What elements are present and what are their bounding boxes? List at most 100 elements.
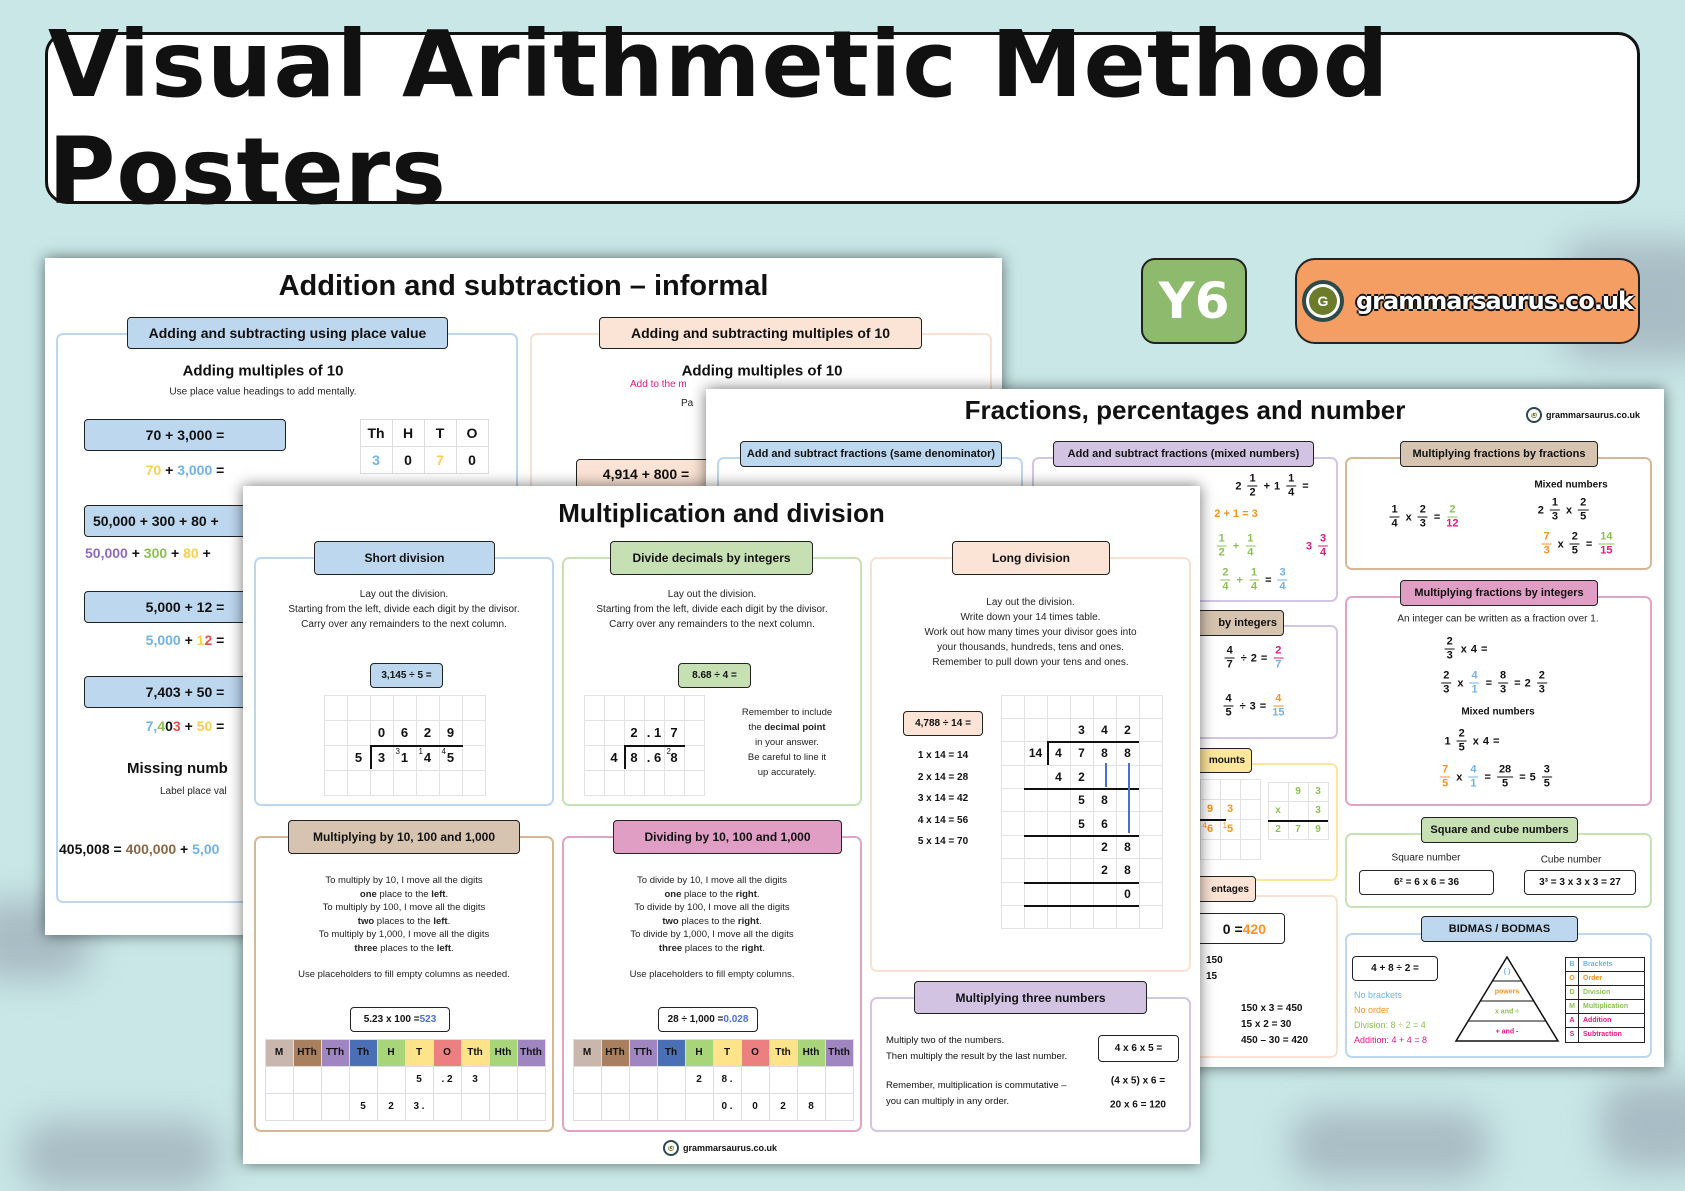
table-cell <box>488 1092 518 1121</box>
brand-link[interactable]: G grammarsaurus.co.uk <box>1295 258 1640 344</box>
grid-cell <box>1138 788 1163 813</box>
poster-multiplication[interactable]: Multiplication and division Lay out the … <box>243 486 1200 1164</box>
table-cell <box>376 1065 406 1094</box>
table-cell <box>628 1092 658 1121</box>
grid-cell <box>623 694 645 721</box>
grid-cell <box>1239 798 1261 820</box>
table-cell <box>264 1092 294 1121</box>
grid-cell <box>1000 811 1025 836</box>
table-cell: 0 . <box>712 1092 742 1121</box>
grid-cell <box>643 694 665 721</box>
grid-cell <box>1092 905 1117 930</box>
table-cell <box>600 1092 630 1121</box>
panel-header: Add and subtract fractions (mixed number… <box>1053 441 1314 467</box>
table-cell <box>516 1065 546 1094</box>
grid-cell <box>1138 717 1163 743</box>
grid-cell: 9 <box>1287 781 1309 802</box>
panel-divide-10: To divide by 10, I move all the digits o… <box>562 836 862 1132</box>
grid-cell: 6 <box>392 719 417 746</box>
column-header: Hth <box>488 1038 518 1067</box>
grid-cell <box>346 769 371 796</box>
grid-cell: 2 <box>623 719 645 746</box>
grid-cell <box>1023 881 1048 907</box>
table-cell: . 2 <box>432 1065 462 1094</box>
table-cell: 3 <box>460 1065 490 1094</box>
bidmas-question: 4 + 8 ÷ 2 = <box>1352 956 1438 981</box>
division-question: 3,145 ÷ 5 = <box>370 663 443 688</box>
grid-cell <box>1000 788 1025 813</box>
table-cell <box>824 1092 854 1121</box>
table-cell <box>264 1065 294 1094</box>
grid-cell: 5 <box>346 744 371 771</box>
column-header: HTh <box>600 1038 630 1067</box>
table-cell <box>320 1092 350 1121</box>
grid-cell: 9 <box>1307 819 1329 840</box>
grid-cell: 14 <box>1023 741 1048 766</box>
grid-cell: 3 <box>1219 798 1241 820</box>
grid-cell <box>346 719 371 746</box>
grid-cell: 2 <box>1069 764 1094 790</box>
grid-cell <box>1023 694 1048 719</box>
bidmas-pyramid <box>1454 956 1560 1042</box>
grid-cell <box>415 769 440 796</box>
grid-cell <box>1000 764 1025 790</box>
grid-cell: 8 <box>623 744 645 771</box>
grid-cell <box>1287 800 1309 821</box>
grid-cell: 2 <box>415 719 440 746</box>
grid-cell <box>603 694 625 721</box>
table-cell: 8 <box>796 1092 826 1121</box>
grid-cell: 8 <box>1115 858 1140 883</box>
grid-cell <box>603 769 625 796</box>
panel-header: Multiplying three numbers <box>914 981 1147 1014</box>
working-step: 20 x 6 = 120 <box>1110 1099 1166 1111</box>
column-header: Th <box>656 1038 686 1067</box>
coloured-example: 5,000 + 12 = <box>145 632 225 648</box>
column-header: H <box>684 1038 714 1067</box>
grid-cell <box>369 769 394 796</box>
grid-cell <box>1000 834 1025 860</box>
grid-cell: 2 <box>1092 858 1117 883</box>
grid-cell: 5 <box>1069 788 1094 813</box>
hint: An integer can be written as a fraction … <box>1397 613 1599 625</box>
grid-cell <box>1069 905 1094 930</box>
panel-short-division: Lay out the division.Starting from the l… <box>254 557 554 806</box>
grid-cell <box>1138 741 1163 766</box>
grid-cell <box>323 769 348 796</box>
grid-cell <box>643 769 665 796</box>
table-cell <box>684 1092 714 1121</box>
column-header: Thth <box>516 1038 546 1067</box>
coloured-example: 50,000 + 300 + 80 + <box>85 545 211 561</box>
table-cell <box>796 1065 826 1094</box>
grid-cell: 9 <box>1199 798 1221 820</box>
panel-header: Short division <box>314 541 495 575</box>
grid-cell <box>1092 694 1117 719</box>
column-header: O <box>432 1038 462 1067</box>
pull-down-arrow <box>1128 763 1130 833</box>
grid-cell <box>461 769 486 796</box>
table-cell: 3 . <box>404 1092 434 1121</box>
subtitle: Adding multiples of 10 <box>182 362 344 380</box>
grid-cell: . 6 <box>643 744 665 771</box>
column-header: T <box>404 1038 434 1067</box>
grid-cell <box>1199 778 1221 800</box>
table-cell <box>656 1092 686 1121</box>
grid-cell <box>369 694 394 721</box>
hint: Pa <box>681 398 694 409</box>
division-question: 4,788 ÷ 14 = <box>903 711 983 736</box>
multiply-example: 5.23 x 100 = 523 <box>350 1007 450 1032</box>
table-cell <box>432 1092 462 1121</box>
table-cell <box>628 1065 658 1094</box>
panel-header: Dividing by 10, 100 and 1,000 <box>613 820 842 854</box>
table-cell <box>320 1065 350 1094</box>
hint: Add to the m <box>630 379 687 390</box>
